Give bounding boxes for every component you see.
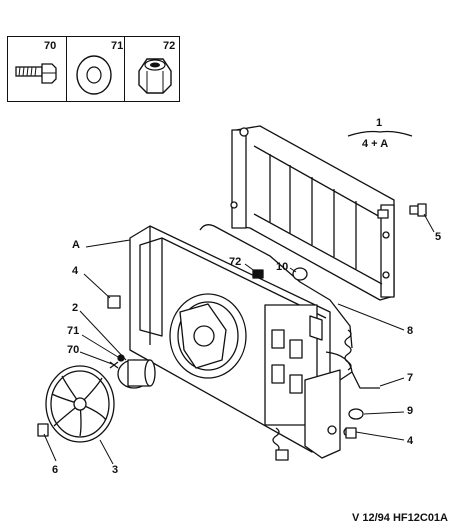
- group-label-top: 1: [376, 117, 383, 129]
- callout-a: A: [72, 239, 80, 251]
- clip-icon: [37, 423, 49, 437]
- radiator-icon: [230, 125, 395, 301]
- legend-cell-bolt: 70: [8, 37, 67, 101]
- callout-10: 10: [276, 261, 289, 273]
- drawing-reference-code: V 12/94 HF12C01A: [352, 512, 448, 524]
- nut-icon: [138, 58, 172, 94]
- nut-small-icon: [252, 269, 264, 279]
- legend-cell-washer: 71: [67, 37, 125, 101]
- callout-2: 2: [72, 302, 79, 314]
- washer-icon: [76, 55, 112, 95]
- callout-70: 70: [67, 344, 80, 356]
- callout-3: 3: [112, 464, 119, 476]
- grommet-icon: [107, 295, 121, 309]
- callout-5: 5: [435, 231, 442, 243]
- callout-7: 7: [407, 372, 414, 384]
- parts-legend-box: 70 71 72: [7, 36, 180, 102]
- callout-4-lower: 4: [407, 435, 414, 447]
- fan-motor-icon: [117, 359, 156, 389]
- fan-blade-icon: [45, 365, 115, 443]
- legend-number-71: 71: [111, 40, 124, 52]
- temp-sensor-icon: [409, 203, 427, 217]
- callout-8: 8: [407, 325, 414, 337]
- callout-71: 71: [67, 325, 80, 337]
- group-brace-icon: [347, 130, 413, 137]
- washer-small-icon: [348, 408, 364, 420]
- cable-coil-icon: [344, 329, 352, 371]
- harness-icon: [199, 224, 353, 349]
- callout-9: 9: [407, 405, 414, 417]
- group-label-bottom: 4 + A: [362, 138, 389, 150]
- bracket-item-icon: [292, 267, 308, 281]
- callout-4-upper: 4: [72, 265, 79, 277]
- legend-cell-nut: 72: [125, 37, 181, 101]
- legend-number-72: 72: [163, 40, 176, 52]
- bolt-icon: [15, 63, 57, 84]
- callout-6: 6: [52, 464, 59, 476]
- callout-72: 72: [229, 256, 242, 268]
- legend-number-70: 70: [44, 40, 57, 52]
